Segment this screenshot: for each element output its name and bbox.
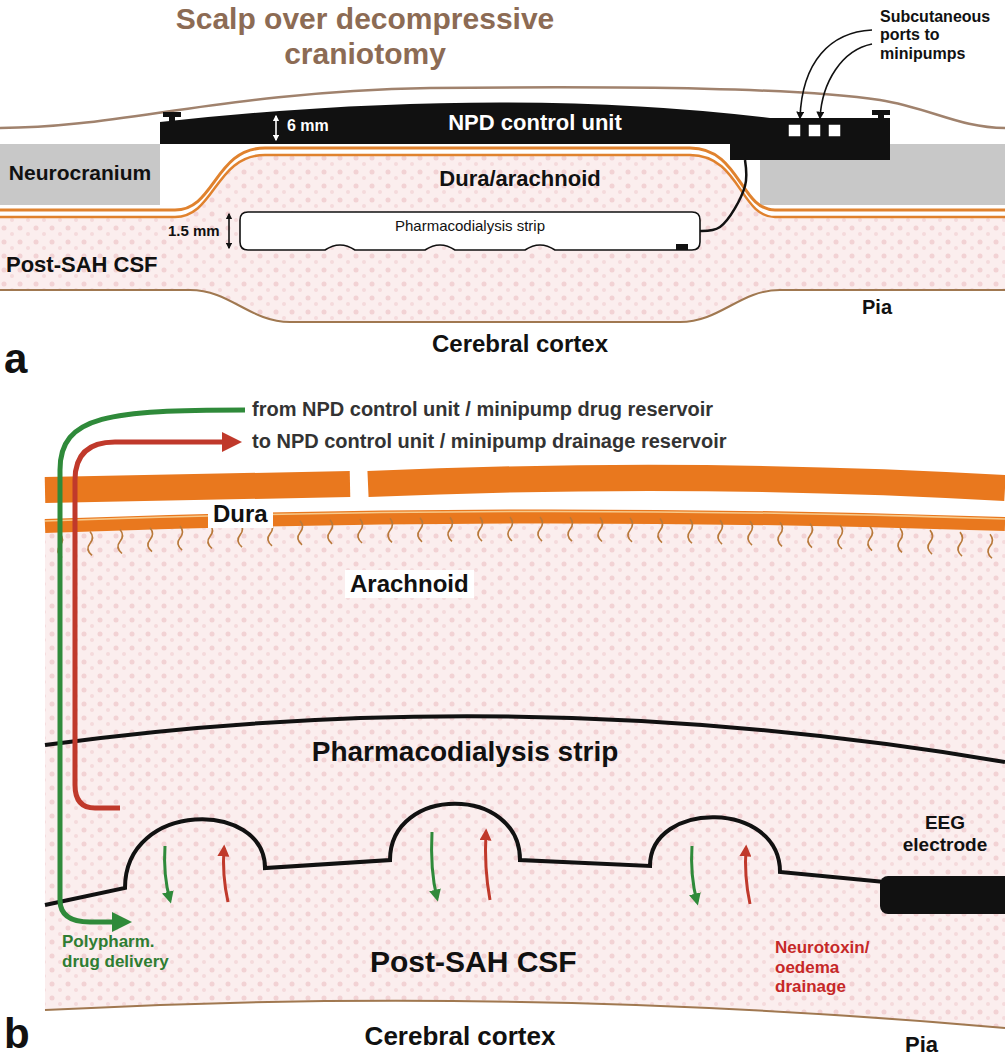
dimension-arrow [228,214,230,248]
return-arrow [75,442,236,808]
arachnoid-trabecula [928,530,933,554]
leader-arrow [800,30,872,118]
leader-arrow [800,30,872,118]
delivery-arrow [692,846,697,902]
drainage-arrow [746,848,751,904]
delivery-arrow [165,832,697,902]
text-label: EEG electrode [890,812,1000,856]
dura-band [368,478,1005,488]
arachnoid-trabecula [508,517,513,541]
text-label: a [4,335,27,383]
bone-block: Neurocranium [0,144,160,205]
text-label: Post-SAH CSF [370,945,577,980]
node-label: Neurocranium [0,161,160,185]
arachnoid-trabecula [148,528,153,552]
arachnoid-trabecula [448,517,453,541]
text-label: Polypharm. drug delivery [62,932,192,971]
eeg-electrode [880,876,1005,914]
connector-tube [700,160,746,231]
pia-line [0,290,1005,322]
arachnoid-trabecula [598,518,603,542]
arachnoid-trabecula [688,519,693,543]
arachnoid-trabecula [658,519,663,543]
port [828,124,841,137]
text-label: Dura [208,500,273,528]
dialysis-strip: Pharmacodialysis strip [45,700,1005,900]
control-unit: NPD control unit [160,98,890,160]
text-label: Subcutaneous ports to minipumps [880,8,1002,63]
text-label: to NPD control unit / minipump drainage … [252,430,727,453]
arachnoid-trabecula [358,519,363,543]
arachnoid-trabecula [868,527,873,551]
arachnoid-trabecula [838,525,843,549]
node-label: NPD control unit [390,110,680,135]
port [808,124,821,137]
arachnoid-band [45,516,1005,526]
text-label: Dura/arachnoid [370,166,670,191]
arachnoid-trabecula [178,526,183,550]
arachnoid-trabecula [298,521,303,545]
text-label: Cerebral cortex [370,330,670,358]
arachnoid-trabecula [988,534,993,558]
arachnoid-trabecula [898,528,903,552]
text-label: Pia [905,1032,938,1057]
port [788,124,841,137]
text-label: 1.5 mm [168,222,220,239]
arachnoid-trabecula [958,532,963,556]
text-label: b [4,1010,30,1058]
node-label: Pharmacodialysis strip [255,736,675,768]
arachnoid-trabecula [118,530,123,554]
arachnoid-trabecula [778,522,783,546]
text-label: Post-SAH CSF [6,252,158,277]
text-label: Scalp over decompressive craniotomy [165,2,565,71]
arachnoid-trabecula [718,520,723,544]
arachnoid-trabecula [568,517,573,541]
text-label: 6 mm [287,117,329,135]
arachnoid-trabecula [88,531,93,555]
supply-arrow [60,410,245,922]
arachnoid-trabecula [418,518,423,542]
arachnoid-trabecula [388,518,393,542]
arachnoid-trabecula [748,521,753,545]
strip-connector [676,244,688,250]
delivery-arrow [432,832,437,898]
text-label: from NPD control unit / minipump drug re… [252,398,713,421]
drainage-arrow [224,832,751,904]
node-label: Pharmacodialysis strip [240,217,700,234]
text-label: Arachnoid [345,570,474,598]
control-unit-body [160,102,890,160]
dimension-arrow [275,116,277,140]
dialysis-strip: Pharmacodialysis strip [240,212,700,250]
port [788,124,801,137]
csf-space [45,523,1005,1028]
screw [878,110,884,122]
arachnoid-trabecula [808,524,813,548]
leader-arrow [820,44,872,118]
strip-outline [240,212,700,250]
screw [169,112,175,126]
arachnoid-trabecula [58,517,993,558]
delivery-arrow [165,846,170,900]
text-label: Neurotoxin/ oedema drainage [775,938,895,997]
arachnoid-trabecula [538,517,543,541]
text-label: Pia [862,296,892,319]
drainage-arrow [224,848,229,902]
arachnoid-trabecula [328,520,333,544]
dura-band [45,484,350,490]
arachnoid-band [45,511,1005,521]
text-label: Cerebral cortex [310,1022,610,1052]
drainage-arrow [486,832,491,900]
strip-bottom-line [45,804,885,905]
arachnoid-trabecula [628,518,633,542]
arachnoid-trabecula [478,517,483,541]
arachnoid-trabecula [208,525,213,549]
